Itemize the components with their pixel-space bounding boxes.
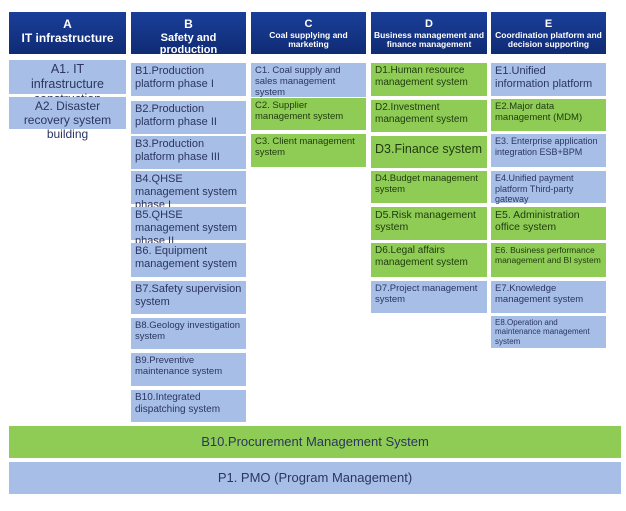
- item-d6: D6.Legal affairs management system: [371, 243, 487, 277]
- item-e2: E2.Major data management (MDM): [491, 99, 606, 131]
- item-c3: C3. Client management system: [251, 134, 366, 167]
- item-e1: E1.Unified information platform: [491, 63, 606, 96]
- item-e4: E4.Unified payment platform Third-party …: [491, 171, 606, 204]
- item-b8: B8.Geology investigation system: [131, 318, 246, 349]
- item-b10: B10.Integrated dispatching system: [131, 390, 246, 422]
- item-d7: D7.Project management system: [371, 281, 487, 313]
- header-col-e: E Coordination platform and decision sup…: [491, 12, 606, 54]
- header-title: Safety and production: [159, 31, 218, 57]
- header-letter: D: [425, 18, 433, 30]
- item-b2: B2.Production platform phase II: [131, 101, 246, 134]
- header-letter: A: [63, 17, 72, 31]
- header-col-a: A IT infrastructure: [9, 12, 126, 54]
- header-letter: C: [304, 18, 313, 30]
- item-d1: D1.Human resource management system: [371, 63, 487, 96]
- header-title: IT infrastructure: [21, 30, 114, 45]
- item-b4: B4.QHSE management system phase I: [131, 171, 246, 211]
- item-e3: E3. Enterprise application integration E…: [491, 134, 606, 167]
- item-d3: D3.Finance system: [371, 136, 487, 168]
- header-letter: B: [184, 17, 193, 31]
- item-a1: A1. IT infrastructure construction: [9, 60, 126, 106]
- header-title: Coordination platform and decision suppo…: [495, 29, 602, 50]
- item-b6: B6. Equipment management system: [131, 243, 246, 277]
- pmo-bar: P1. PMO (Program Management): [9, 462, 621, 494]
- item-e5: E5. Administration office system: [491, 207, 606, 240]
- item-c1: C1. Coal supply and sales management sys…: [251, 63, 366, 98]
- item-d4: D4.Budget management system: [371, 171, 487, 203]
- item-c2: C2. Supplier management system: [251, 98, 366, 130]
- header-col-d: D Business management and finance manage…: [371, 12, 487, 54]
- item-d2: D2.Investment management system: [371, 100, 487, 132]
- item-e6: E6. Business performance management and …: [491, 243, 606, 277]
- item-b3: B3.Production platform phase III: [131, 136, 246, 169]
- header-col-c: C Coal supplying and marketing: [251, 12, 366, 54]
- header-title: Coal supplying and marketing: [269, 29, 348, 50]
- header-title: Business management and finance manageme…: [373, 29, 485, 50]
- item-b1: B1.Production platform phase I: [131, 63, 246, 96]
- header-letter: E: [544, 18, 553, 30]
- item-b7: B7.Safety supervision system: [131, 281, 246, 314]
- item-b5: B5.QHSE management system phase II: [131, 207, 246, 247]
- item-d5: D5.Risk management system: [371, 207, 487, 240]
- header-col-b: B Safety and production: [131, 12, 246, 57]
- item-e8: E8.Operation and maintenance management …: [491, 316, 606, 348]
- item-e7: E7.Knowledge management system: [491, 281, 606, 313]
- item-b9: B9.Preventive maintenance system: [131, 353, 246, 386]
- item-a2: A2. Disaster recovery system building: [9, 97, 126, 141]
- procurement-bar: B10.Procurement Management System: [9, 426, 621, 458]
